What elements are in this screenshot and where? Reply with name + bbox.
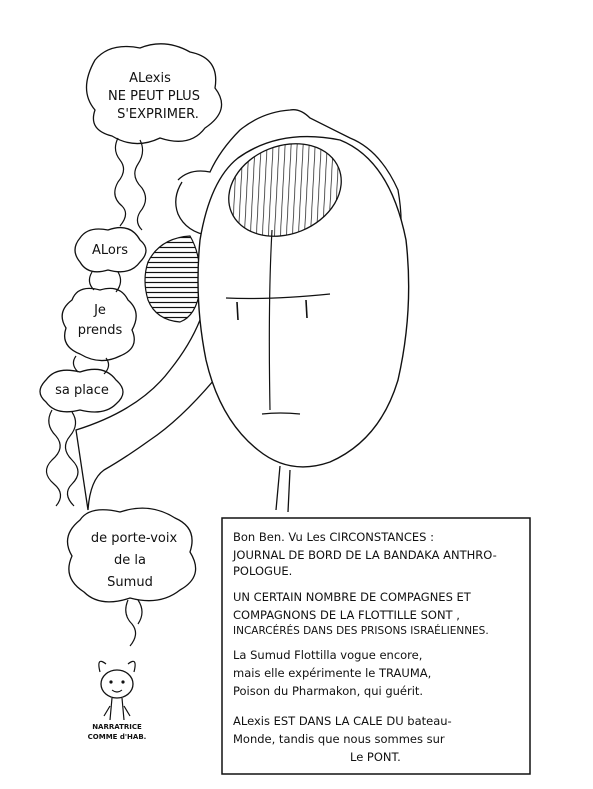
- journal-box: [221, 517, 531, 775]
- nose-line: [268, 229, 273, 411]
- bubble-top-line-3: S'EXPRIMER.: [117, 107, 199, 122]
- journal-line: JOURNAL DE BORD DE LA BANDAKA ANTHRO-: [233, 548, 497, 562]
- bubble-bottom-line-2: de la: [114, 553, 146, 568]
- speech-bubble-je-prends: [61, 287, 137, 362]
- bubble-alors: ALors: [92, 243, 128, 258]
- scarf-shape: [75, 317, 215, 511]
- mouth-line: [261, 412, 301, 415]
- journal-line: Monde, tandis que nous sommes sur: [233, 732, 445, 746]
- hat-outline: [177, 109, 402, 251]
- narrator-caption-line-2: COMME d'HAB.: [87, 733, 147, 741]
- journal-line: Bon Ben. Vu Les CIRCONSTANCES :: [233, 530, 434, 544]
- journal-line: Le PONT.: [350, 750, 401, 764]
- narrator-caption-line-1: NARRATRICE: [92, 723, 142, 731]
- hatched-ear: [144, 235, 201, 323]
- eyebrow-line: [225, 293, 331, 300]
- bubble-top-line-2: NE PEUT PLUS: [108, 89, 200, 104]
- speech-bubble-alors: [74, 226, 147, 273]
- journal-line: mais elle expérimente le TRAUMA,: [233, 666, 432, 680]
- eye-left: [236, 301, 239, 321]
- hat-brim: [175, 181, 211, 237]
- hatched-patch: [228, 143, 342, 237]
- neck-lines: [275, 465, 291, 513]
- speech-bubble-sa-place: [39, 368, 124, 413]
- bubble-prends: prends: [77, 323, 123, 338]
- bubble-top-line-1: ALexis: [129, 71, 171, 86]
- journal-line: COMPAGNONS DE LA FLOTTILLE SONT ,: [233, 608, 460, 622]
- journal-line: Poison du Pharmakon, qui guérit.: [233, 684, 424, 698]
- speech-bubble-top: [85, 43, 223, 145]
- bubble-sa-place: sa place: [55, 383, 109, 398]
- narrator-figure: [98, 660, 136, 721]
- bubble-bottom-line-1: de porte-voix: [90, 531, 178, 546]
- speech-bubble-bottom: [66, 507, 197, 603]
- journal-line: ALexis EST DANS LA CALE DU bateau-: [233, 714, 452, 728]
- journal-line: UN CERTAIN NOMBRE DE COMPAGNES ET: [233, 590, 471, 604]
- speech-tail-5: [125, 599, 143, 647]
- speech-tail-1: [114, 137, 147, 231]
- eye-right: [305, 299, 308, 319]
- journal-line: POLOGUE.: [233, 564, 293, 578]
- bubble-bottom-line-3: Sumud: [107, 575, 153, 590]
- bubble-je: Je: [94, 303, 106, 318]
- journal-line: INCARCÉRÉS DANS DES PRISONS ISRAÉLIENNES…: [233, 625, 489, 637]
- journal-line: La Sumud Flottilla vogue encore,: [233, 648, 423, 662]
- speech-tail-4: [45, 409, 79, 507]
